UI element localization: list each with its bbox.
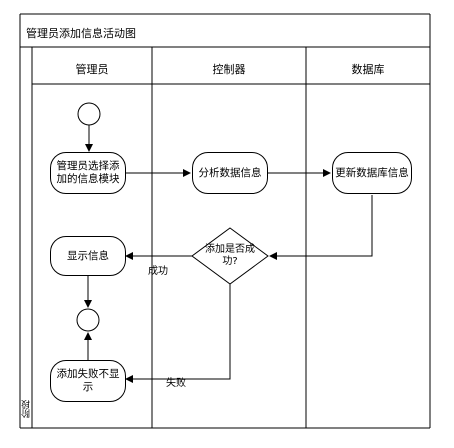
edge-label-failure: 失败 bbox=[166, 378, 186, 389]
edge-label-success: 成功 bbox=[148, 266, 168, 277]
lane-header-controller: 控制器 bbox=[212, 63, 246, 76]
node-update-db: 更新数据库信息 bbox=[332, 152, 412, 194]
side-label: 阶段 bbox=[22, 400, 32, 418]
edge-update-to-decision bbox=[269, 195, 373, 260]
end-node bbox=[76, 308, 100, 332]
start-node bbox=[77, 102, 101, 126]
node-analyze-data: 分析数据信息 bbox=[192, 152, 268, 194]
lane-header-database: 数据库 bbox=[351, 63, 385, 76]
node-add-failed: 添加失败不显示 bbox=[50, 360, 126, 402]
decision-label: 添加是否成功? bbox=[205, 244, 255, 267]
lane-header-admin: 管理员 bbox=[75, 63, 109, 76]
diagram-title: 管理员添加信息活动图 bbox=[26, 27, 136, 40]
node-show-info: 显示信息 bbox=[50, 236, 126, 276]
node-select-module: 管理员选择添加的信息模块 bbox=[50, 152, 126, 194]
edge-decision-failure bbox=[125, 284, 231, 383]
